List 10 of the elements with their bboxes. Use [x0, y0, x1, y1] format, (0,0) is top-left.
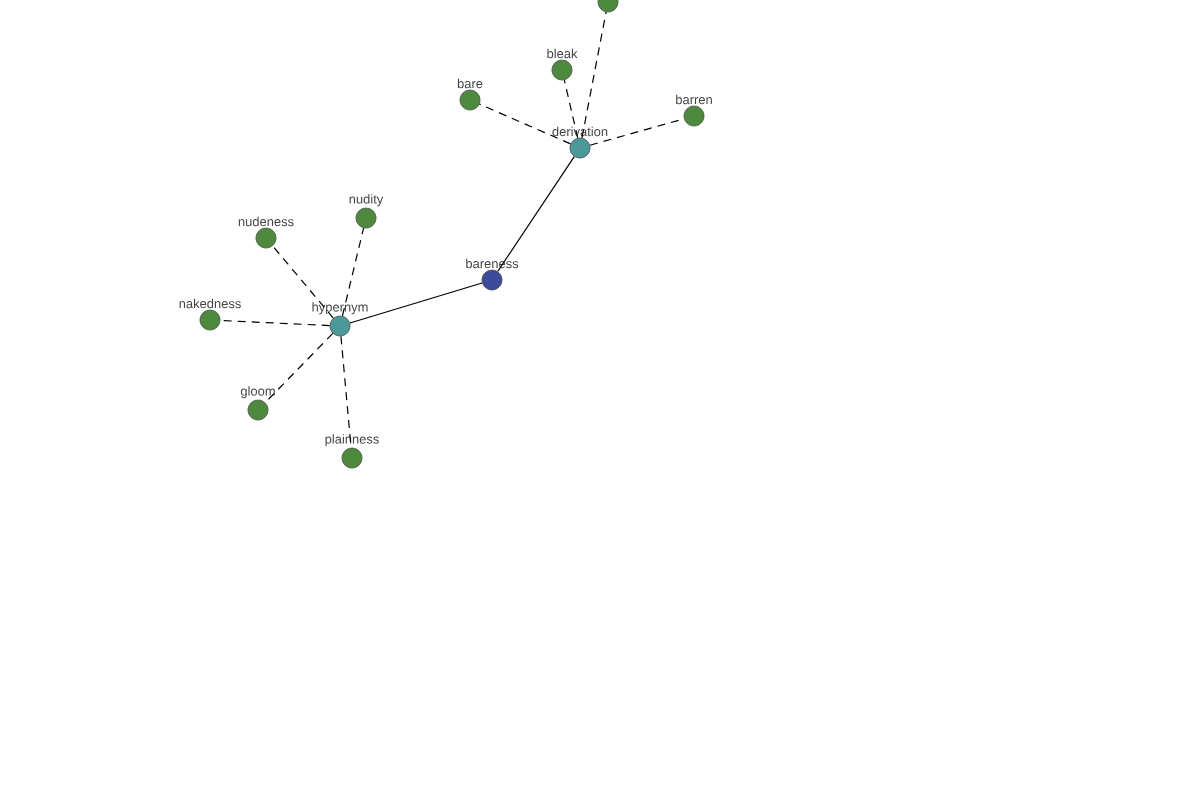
connector-line — [478, 103, 572, 145]
node-circle — [597, 0, 619, 13]
connector-line — [341, 227, 365, 317]
connector-line — [563, 79, 579, 139]
connector-line — [264, 332, 334, 404]
connector-line — [272, 245, 334, 319]
connector-line — [589, 118, 685, 146]
connector-line — [349, 282, 483, 324]
connector-line — [219, 319, 331, 327]
connector-line — [497, 156, 575, 272]
